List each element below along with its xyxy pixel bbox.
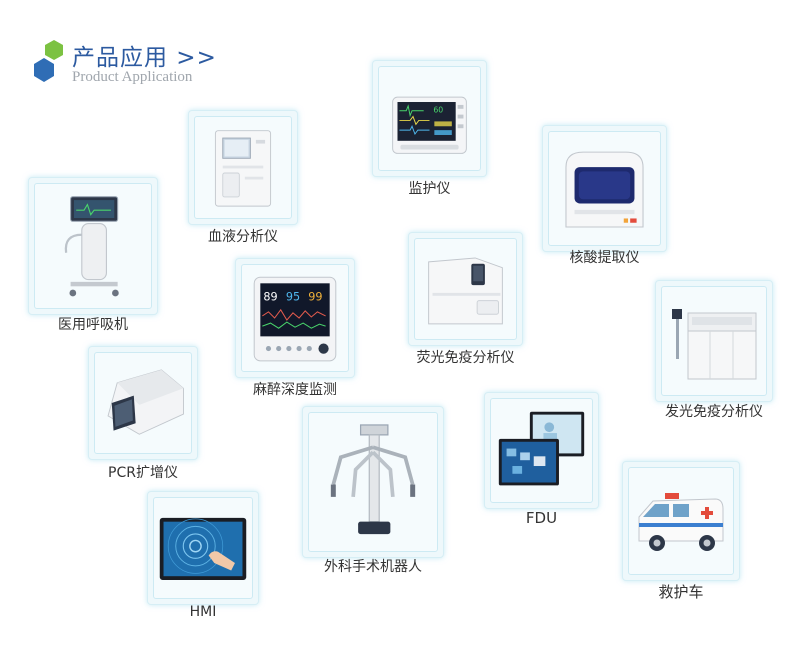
product-card-fluorescence-immunoassay-analyzer[interactable]: 荧光免疫分析仪 [408, 232, 523, 372]
anesthesia-depth-monitor-icon: 89 95 99 [253, 276, 337, 362]
product-label: 荧光免疫分析仪 [416, 350, 515, 366]
product-card-pcr-amplifier[interactable]: PCR扩增仪 [88, 346, 198, 481]
section-title: 产品应用 >> [72, 45, 217, 71]
chemiluminescence-immunoassay-analyzer-icon [672, 309, 757, 380]
product-label: 核酸提取仪 [569, 250, 640, 266]
product-card-medical-ventilator[interactable]: 医用呼吸机 [28, 177, 158, 333]
product-label: 麻醉深度监测 [253, 382, 337, 398]
product-label: HMI [189, 604, 217, 620]
product-card-patient-monitor[interactable]: 60 监护仪 [372, 60, 487, 197]
product-label: FDU [525, 509, 558, 527]
medical-ventilator-icon [64, 196, 119, 297]
product-label: 监护仪 [408, 181, 451, 197]
hmi-touch-panel-icon [159, 517, 247, 580]
fdu-display-icon [498, 411, 585, 486]
anesthesia-reading: 95 [286, 291, 300, 304]
anesthesia-reading: 99 [308, 291, 322, 304]
nucleic-acid-extractor-icon [565, 151, 644, 228]
anesthesia-reading: 89 [263, 291, 277, 304]
product-card-ambulance[interactable]: 救护车 [622, 461, 740, 606]
product-label: 医用呼吸机 [58, 317, 128, 333]
product-card-fdu[interactable]: FDU [484, 392, 599, 528]
product-card-nucleic-acid-extractor[interactable]: 核酸提取仪 [542, 125, 667, 270]
product-label: PCR扩增仪 [108, 465, 178, 481]
hexagon-logo-icon [34, 40, 63, 82]
product-card-chemiluminescence-immunoassay-analyzer[interactable]: 发光免疫分析仪 [655, 280, 773, 425]
surgical-robot-icon [330, 424, 416, 535]
product-label: 外科手术机器人 [324, 559, 422, 575]
section-header: 产品应用 >> Product Application [32, 38, 272, 90]
product-card-hmi[interactable]: HMI [147, 491, 259, 623]
product-card-blood-analyzer[interactable]: 血液分析仪 [188, 110, 298, 245]
blood-analyzer-icon [214, 130, 272, 207]
section-subtitle: Product Application [72, 69, 193, 85]
ambulance-icon [638, 493, 724, 551]
fluorescence-immunoassay-analyzer-icon [428, 257, 503, 325]
product-label: 救护车 [658, 583, 704, 601]
product-label: 血液分析仪 [208, 229, 278, 245]
product-card-anesthesia-depth-monitor[interactable]: 89 95 99 麻醉深度监测 [235, 258, 355, 398]
product-card-surgical-robot[interactable]: 外科手术机器人 [302, 406, 444, 578]
product-label: 发光免疫分析仪 [665, 404, 763, 420]
pcr-amplifier-icon [107, 369, 184, 435]
patient-monitor-icon: 60 [392, 96, 467, 154]
monitor-reading: 60 [433, 106, 443, 115]
